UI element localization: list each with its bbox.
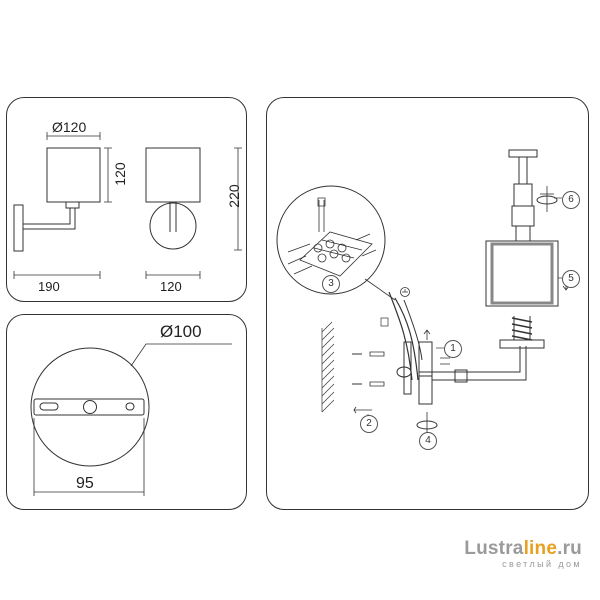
- dim-shade-height: 120: [112, 162, 128, 186]
- step-2-marker: 2: [360, 415, 378, 433]
- step-6-marker: 6: [562, 191, 580, 209]
- dim-width: 120: [160, 279, 182, 294]
- step-4-marker: 4: [419, 432, 437, 450]
- installation-panel: [266, 97, 589, 510]
- step-5-marker: 5: [562, 270, 580, 288]
- watermark-logo: Lustraline.ru светлый дом: [464, 538, 582, 569]
- dim-plate-diameter: Ø100: [160, 322, 202, 341]
- mounting-plate: [30, 343, 232, 496]
- step-3-marker: 3: [322, 275, 340, 293]
- watermark-tagline: светлый дом: [502, 559, 582, 569]
- watermark-word-a: Lustra: [464, 538, 524, 559]
- mounting-plate-panel: [6, 314, 247, 510]
- side-view-sconce: [13, 132, 112, 279]
- dim-total-height: 220: [226, 184, 242, 208]
- step-1-marker: 1: [444, 340, 462, 358]
- watermark-word-c: .ru: [557, 538, 582, 559]
- dimensions-panel: [6, 97, 247, 302]
- dim-depth: 190: [38, 279, 60, 294]
- watermark-word-b: line: [523, 538, 558, 559]
- dim-shade-diameter: Ø120: [52, 119, 87, 135]
- dim-hole-spacing: 95: [76, 475, 94, 492]
- front-view-sconce: [145, 147, 242, 279]
- installation-drawing: [276, 149, 570, 441]
